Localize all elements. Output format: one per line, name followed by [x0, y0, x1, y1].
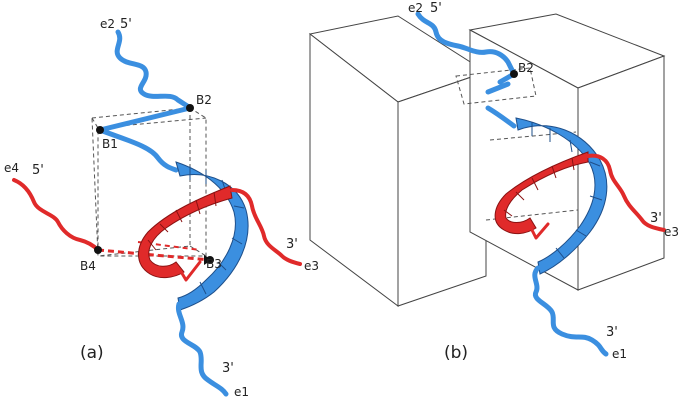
panel-a: e2 5' B2 B1 e4 5' B4 B3 3' e3 3' e1 (a): [4, 17, 319, 399]
panel-a-label-e2-five-prime: 5': [120, 17, 132, 32]
panel-b-caption: (b): [444, 343, 468, 363]
panel-b-strand-e1: [532, 265, 609, 357]
panel-a-strand-b2-b1: [97, 105, 193, 133]
panel-a-node-b2: [186, 104, 194, 112]
panel-a-red-helix-ribbon: [138, 185, 233, 279]
panel-a-red-helix-bars: [147, 191, 217, 251]
panel-a-label-b3: B3: [206, 257, 222, 271]
panel-a-strand-e1: [175, 301, 229, 397]
panel-b-left-block: [308, 15, 488, 307]
panel-a-blue-helix-ribbon: [175, 161, 249, 311]
panel-b-label-e1: e1: [612, 347, 627, 361]
panel-a-strand-e4: [12, 178, 100, 252]
panel-a-label-e4-five-prime: 5': [32, 163, 44, 178]
panel-a-node-b4: [94, 246, 102, 254]
panel-b-red-helix-bars: [503, 157, 575, 217]
panel-b-label-b2: B2: [518, 61, 534, 75]
panel-a-strand-e3: [230, 188, 302, 266]
panel-a-arrow-head: [204, 255, 212, 265]
panel-b-label-e3: e3: [664, 225, 679, 239]
panel-a-label-e3: e3: [304, 259, 319, 273]
panel-a-strand-e2: [114, 29, 193, 111]
panel-b-label-e2-five-prime: 5': [430, 1, 442, 16]
panel-a-strand-b1-down: [97, 127, 179, 173]
panel-b-strand-e2: [415, 11, 517, 77]
panel-b-label-e2: e2: [408, 1, 423, 15]
panel-b-label-e3-three-prime: 3': [650, 211, 662, 226]
panel-b-strand-e3: [586, 153, 666, 232]
panel-a-label-b2: B2: [196, 93, 212, 107]
panel-a-red-tail: [178, 260, 202, 282]
panel-a-label-e1: e1: [234, 385, 249, 399]
panel-b-red-helix-ribbon: [494, 151, 589, 235]
panel-a-label-e4: e4: [4, 161, 19, 175]
panel-a-label-e3-three-prime: 3': [286, 237, 298, 252]
panel-b-strand-down: [485, 105, 517, 129]
panel-a-caption: (a): [80, 343, 104, 363]
panel-a-node-b1: [96, 126, 104, 134]
panel-b-right-block: [468, 13, 666, 291]
panel-b-red-tail: [528, 222, 550, 240]
panel-b-blue-helix-bars: [531, 122, 603, 259]
panel-a-label-e2: e2: [100, 17, 115, 31]
panel-a-label-b4: B4: [80, 259, 96, 273]
panel-a-label-b1: B1: [102, 137, 118, 151]
panel-b-label-e1-three-prime: 3': [606, 325, 618, 340]
panel-b: e2 5' B2 3' e3 3' e1 (b): [308, 1, 679, 363]
panel-a-red-dashed-b4-b3: [97, 248, 211, 262]
panel-a-label-e1-three-prime: 3': [222, 361, 234, 376]
panel-b-node-b2: [510, 70, 518, 78]
